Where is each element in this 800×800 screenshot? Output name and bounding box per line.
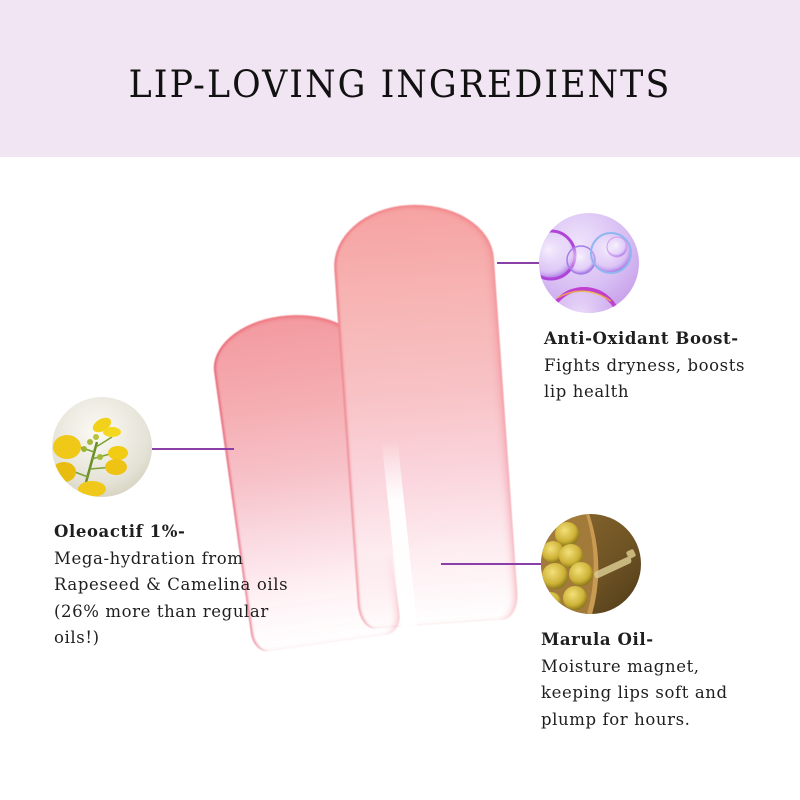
ingredient-name: Marula Oil-: [541, 630, 654, 649]
connector-oleoactif: [152, 448, 234, 450]
ingredient-description: Moisture magnet, keeping lips soft and p…: [541, 656, 728, 729]
header-banner: LIP-LOVING INGREDIENTS: [0, 0, 800, 157]
ingredient-name: Anti-Oxidant Boost-: [544, 329, 739, 348]
ingredient-anti-oxidant: Anti-Oxidant Boost- Fights dryness, boos…: [544, 326, 784, 406]
ingredient-marula: Marula Oil- Moisture magnet, keeping lip…: [541, 627, 781, 733]
ingredient-description: Mega-hydration from Rapeseed & Camelina …: [54, 548, 289, 648]
marula-fruit-icon: [541, 514, 641, 614]
connector-marula: [441, 563, 542, 565]
lip-swatch-right: [330, 199, 520, 630]
ingredient-name: Oleoactif 1%-: [54, 522, 186, 541]
page-title: LIP-LOVING INGREDIENTS: [128, 63, 672, 106]
ingredient-oleoactif: Oleoactif 1%- Mega-hydration from Rapese…: [54, 519, 314, 652]
rapeseed-flower-icon: [52, 397, 152, 497]
ingredient-description: Fights dryness, boosts lip health: [544, 355, 746, 402]
connector-anti-oxidant: [497, 262, 541, 264]
swatch-gap-highlight: [381, 439, 419, 641]
bubbles-icon: [539, 213, 639, 313]
